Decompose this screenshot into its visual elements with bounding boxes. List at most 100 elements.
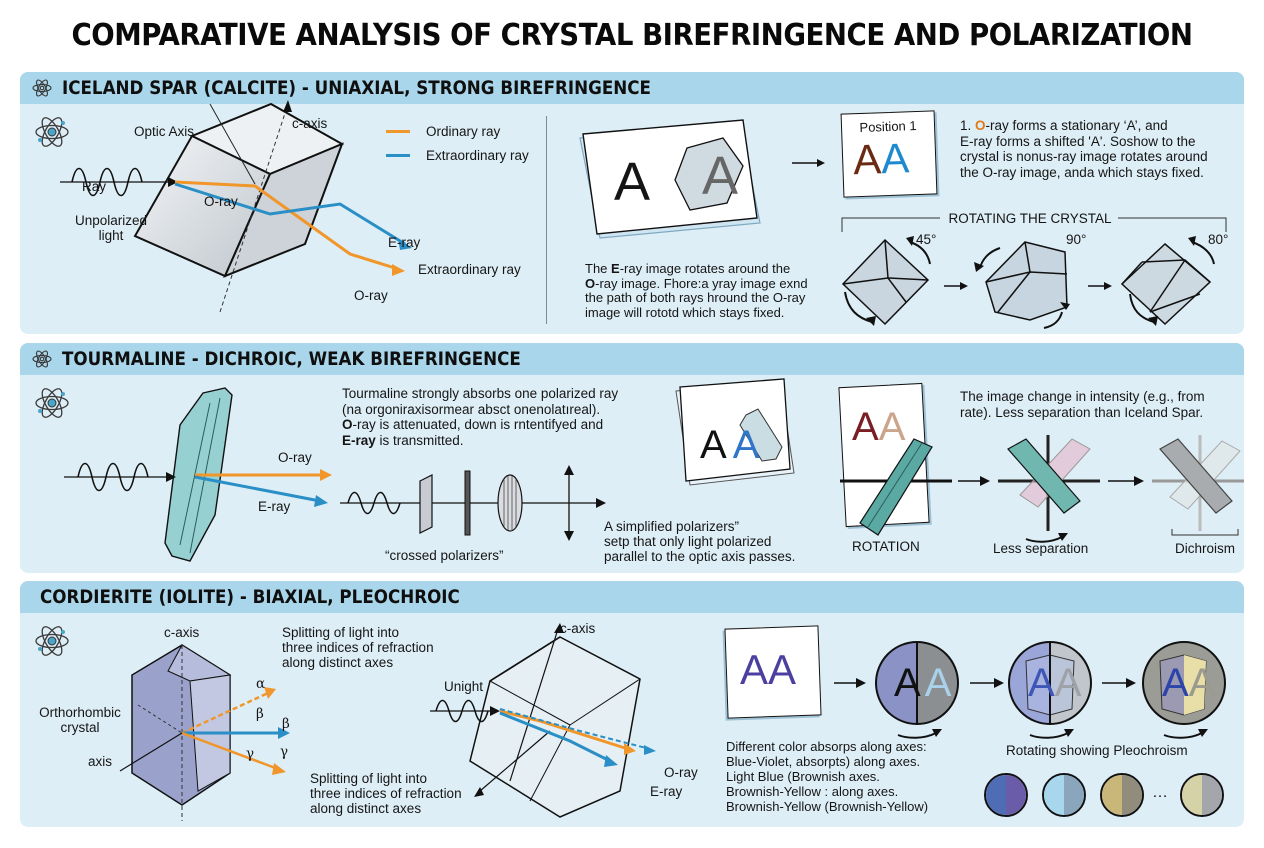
note-text: rate). Less separation than Iceland Spar… xyxy=(960,404,1204,420)
pleochroism-label: Rotating showing Pleochroism xyxy=(1006,743,1188,758)
note-text: along distinct axes xyxy=(282,655,394,670)
dichroism-bracket xyxy=(1171,529,1239,536)
rotation-crystal-graphic xyxy=(840,435,1244,543)
letter-a: A xyxy=(1188,661,1216,705)
note-text: Different color absorps along axes: xyxy=(726,739,927,754)
label-beta: β xyxy=(256,706,264,722)
label-gamma-2: γ xyxy=(280,744,289,760)
label-unight: Unight xyxy=(444,679,484,694)
ellipsis: … xyxy=(1152,784,1168,801)
less-separation-label: Less separation xyxy=(993,541,1089,556)
label-gamma: γ xyxy=(246,746,255,762)
legend-label: Ordinary ray xyxy=(426,124,501,139)
caption-text: E xyxy=(611,261,620,276)
angle-45: 45° xyxy=(916,232,937,247)
atom-icon xyxy=(32,350,52,368)
note-text: Brownish-Yellow : along axes. xyxy=(726,784,899,799)
atom-icon xyxy=(35,117,69,147)
divider xyxy=(546,116,547,324)
label-extraordinary-ray: Extraordinary ray xyxy=(418,262,521,277)
desc-text: Tourmaline strongly absorbs one polarize… xyxy=(342,386,619,401)
letter-a: A xyxy=(1054,661,1082,705)
note-text: along distinct axes xyxy=(310,801,422,816)
letter-a-under-crystal: A xyxy=(702,146,739,206)
label-e-ray: E-ray xyxy=(388,235,421,250)
legend-label: Extraordinary ray xyxy=(426,148,529,163)
letter-a: A xyxy=(1028,661,1055,705)
label-o-ray-out: O-ray xyxy=(354,288,388,303)
caption-text: image will rototd which stays fixed. xyxy=(585,304,785,320)
rotation-label: ROTATING THE CRYSTAL xyxy=(948,211,1112,226)
label-axis: axis xyxy=(88,754,113,769)
label-e-ray: E-ray xyxy=(258,499,291,514)
note-text: O xyxy=(975,118,986,133)
label-crystal: crystal xyxy=(60,720,100,735)
letter-a-left: A xyxy=(614,152,651,212)
atom-icon xyxy=(32,79,52,97)
note-text: The image change in intensity (e.g., fro… xyxy=(960,389,1205,404)
caption-text: -ray image. Fhore:a yray image exnd xyxy=(595,275,808,291)
desc-text: (na orgoniraxisormear absct onenolatırea… xyxy=(342,401,601,417)
tourmaline-description: Tourmaline strongly absorbs one polarize… xyxy=(342,386,618,448)
note-text: three indices of refraction xyxy=(310,786,462,801)
tourmaline-crystal-diagram xyxy=(64,387,332,562)
letter-a: A xyxy=(894,661,921,705)
letter-a: A xyxy=(732,423,760,467)
label-c-axis: c-axis xyxy=(164,625,200,640)
position-label: Position 1 xyxy=(859,118,917,136)
section-title: CORDIERITE (IOLITE) - BIAXIAL, PLEOCHROI… xyxy=(40,586,460,608)
section-title: TOURMALINE - DICHROIC, WEAK BIREFRINGENC… xyxy=(62,348,521,370)
simplified-polarizers-note: A simplified polarizers” setp that only … xyxy=(604,519,795,564)
label-o-ray-inner: O-ray xyxy=(204,194,238,209)
letter-a: A xyxy=(1162,661,1189,705)
caption-text: O xyxy=(585,275,596,291)
color-swatch xyxy=(1180,773,1224,817)
panel-iceland-spar: ICELAND SPAR (CALCITE) - UNIAXIAL, STRON… xyxy=(20,72,1244,334)
note-text: -ray forms a stationary ‘A’, and xyxy=(985,118,1168,133)
angle-80: 80° xyxy=(1208,232,1229,247)
pleochroism-circles xyxy=(834,641,1226,739)
color-swatch xyxy=(984,773,1028,817)
dichroism-label: Dichroism xyxy=(1175,541,1236,556)
caption-text: the path of both rays hround the O-ray xyxy=(585,290,806,305)
letter-a: A xyxy=(700,423,727,467)
circle-letters-3: AA xyxy=(1162,661,1215,705)
intensity-note: The image change in intensity (e.g., fro… xyxy=(960,389,1205,420)
note-text: Blue-Violet, absorpts) along axes. xyxy=(726,754,921,769)
panel-cordierite: CORDIERITE (IOLITE) - BIAXIAL, PLEOCHROI… xyxy=(20,581,1244,827)
biaxial-crystal-diagram xyxy=(430,623,656,818)
note-text: parallel to the optic axis passes. xyxy=(604,549,796,564)
swatch-row: … xyxy=(984,771,1244,821)
color-swatch xyxy=(1100,773,1144,817)
label-beta-2: β xyxy=(282,716,290,732)
orthorhombic-crystal-diagram xyxy=(119,644,290,821)
angle-90: 90° xyxy=(1066,232,1087,247)
atom-icon xyxy=(35,388,69,418)
section-title: ICELAND SPAR (CALCITE) - UNIAXIAL, STRON… xyxy=(62,77,651,99)
crossed-polarizers-diagram xyxy=(340,465,606,541)
rotation-bracket xyxy=(841,217,1227,232)
position-card: Position 1 AA xyxy=(840,110,938,198)
label-alpha: α xyxy=(256,676,266,692)
absorb-note: Different color absorps along axes: Blue… xyxy=(726,739,928,814)
caption-text: -ray image rotates around the xyxy=(619,261,791,276)
rotation-crystals xyxy=(841,236,1215,329)
cordierite-card-letters: AA xyxy=(740,646,797,693)
page-title: COMPARATIVE ANALYSIS OF CRYSTAL BIREFRIN… xyxy=(71,18,1193,53)
note-text: crystal is nonus-ray image rotates aroun… xyxy=(960,149,1208,164)
label-e-ray: E-ray xyxy=(650,784,683,799)
position-note: 1. O-ray forms a stationary ‘A’, and E-r… xyxy=(960,118,1208,180)
color-swatch xyxy=(1042,773,1086,817)
desc-text: is transmitted. xyxy=(375,432,464,448)
legend-swatch-ordinary xyxy=(386,130,410,133)
desc-text: E-ray xyxy=(342,432,376,448)
panel-header: CORDIERITE (IOLITE) - BIAXIAL, PLEOCHROI… xyxy=(20,581,1244,613)
label-optic-axis: Optic Axis xyxy=(134,124,195,139)
label-orthorhombic: Orthorhombic xyxy=(39,705,121,720)
note-text: three indices of refraction xyxy=(282,640,434,655)
note-text: Light Blue (Brownish axes. xyxy=(726,769,880,784)
note-text: E-ray forms a shifted 'A'. Soshow to the xyxy=(960,133,1196,149)
label-o-ray: O-ray xyxy=(664,765,698,780)
